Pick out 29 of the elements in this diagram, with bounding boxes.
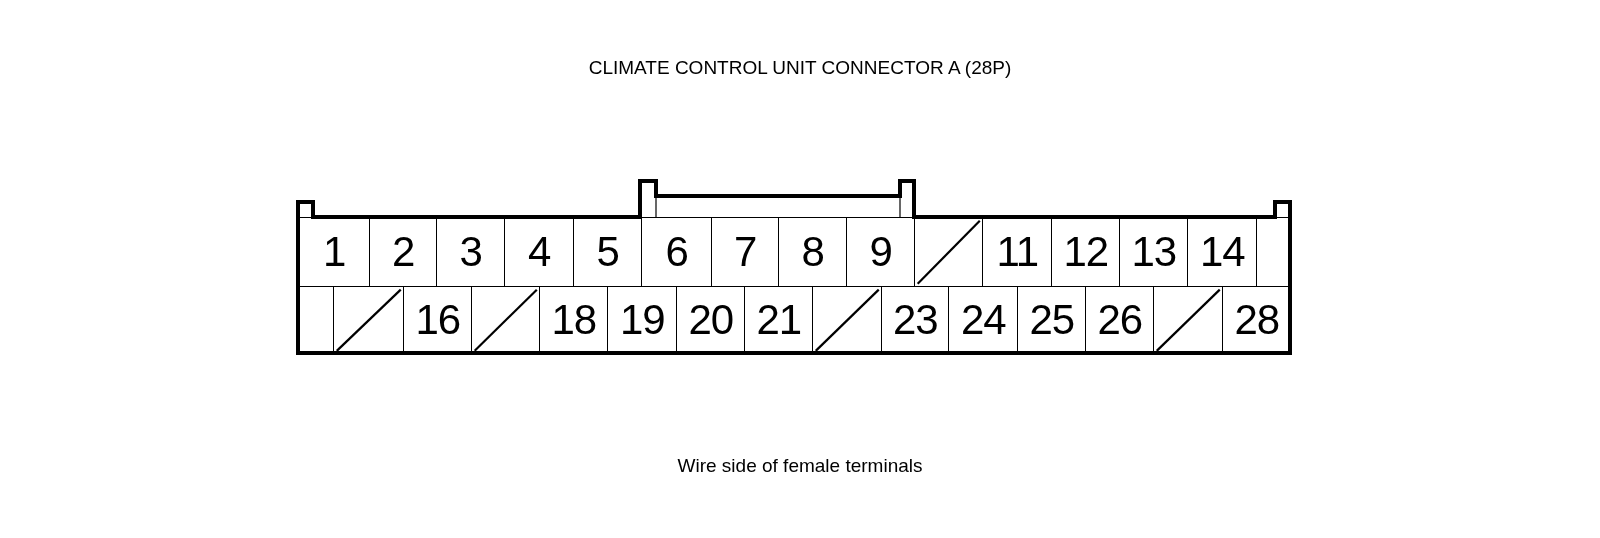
terminal-number: 19: [619, 299, 665, 342]
terminal-number: 3: [459, 231, 482, 274]
terminal-number: 12: [1063, 231, 1109, 274]
terminal-number: 26: [1097, 299, 1143, 342]
empty-terminal-cavity: [914, 217, 984, 288]
diagram-caption: Wire side of female terminals: [676, 455, 924, 477]
terminal-number: 20: [688, 299, 734, 342]
terminal-number: 6: [665, 231, 688, 274]
terminal-number: 21: [756, 299, 802, 342]
terminal-number: 8: [801, 231, 824, 274]
terminal-number: 24: [960, 299, 1006, 342]
terminal-number: 23: [892, 299, 938, 342]
diagram-title: CLIMATE CONTROL UNIT CONNECTOR A (28P): [587, 57, 1013, 79]
terminal-number: 1: [323, 231, 346, 274]
terminal-cavity: [711, 217, 780, 288]
terminal-number: 5: [596, 231, 619, 274]
terminal-number: 13: [1131, 231, 1177, 274]
terminal-number: 2: [392, 231, 415, 274]
terminal-number: 4: [528, 231, 551, 274]
terminal-cavity: [641, 217, 713, 288]
terminal-number: 16: [415, 299, 461, 342]
terminal-number: 7: [734, 231, 757, 274]
terminal-number: 11: [996, 231, 1039, 274]
terminal-number: 25: [1029, 299, 1075, 342]
terminal-number: 18: [551, 299, 597, 342]
terminal-cavity: [778, 217, 848, 288]
terminal-number: 9: [869, 231, 892, 274]
terminal-number: 28: [1234, 299, 1280, 342]
terminal-number: 14: [1199, 231, 1245, 274]
